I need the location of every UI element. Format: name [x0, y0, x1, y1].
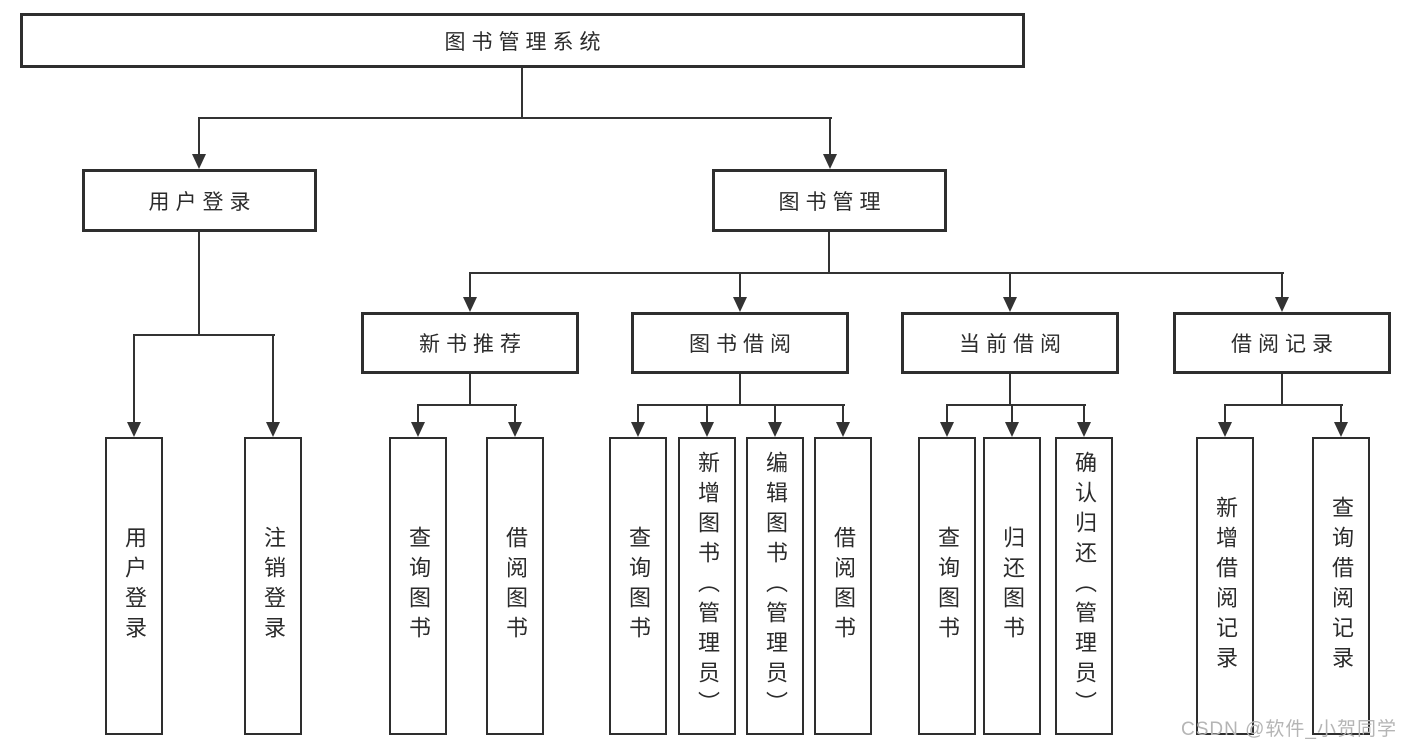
node-borrow-records: 借阅记录: [1173, 312, 1391, 374]
connector-userlogin-hline: [133, 334, 275, 336]
connector-drop-leaf-login: [133, 334, 135, 423]
connector-bookmgmt-hline: [469, 272, 1284, 274]
connector-newbook-stem: [469, 374, 471, 406]
connector-current-hline: [946, 404, 1086, 406]
leaf-records-add-record: 新增借阅记录: [1196, 437, 1254, 735]
leaf-user-login: 用户登录: [105, 437, 163, 735]
connector-drop-nb-query: [417, 404, 419, 423]
arrowhead-cur-return: [1005, 422, 1019, 437]
connector-borrow-stem: [739, 374, 741, 406]
leaf-current-return-books: 归还图书: [983, 437, 1041, 735]
connector-drop-user-login: [198, 117, 200, 155]
arrowhead-leaf-login: [127, 422, 141, 437]
leaf-newbook-query-books: 查询图书: [389, 437, 447, 735]
connector-root-hline: [198, 117, 832, 119]
connector-bookmgmt-stem: [828, 232, 830, 274]
arrowhead-nb-borrow: [508, 422, 522, 437]
connector-drop-new-book: [469, 272, 471, 298]
connector-drop-bw-add: [706, 404, 708, 423]
arrowhead-book-borrow: [733, 297, 747, 312]
connector-current-stem: [1009, 374, 1011, 406]
connector-drop-leaf-logout: [272, 334, 274, 423]
arrowhead-rec-add: [1218, 422, 1232, 437]
leaf-records-query-record: 查询借阅记录: [1312, 437, 1370, 735]
node-system-root: 图书管理系统: [20, 13, 1025, 68]
arrowhead-bw-edit: [768, 422, 782, 437]
arrowhead-cur-confirm: [1077, 422, 1091, 437]
connector-drop-bw-edit: [774, 404, 776, 423]
connector-drop-current-borrow: [1009, 272, 1011, 298]
arrowhead-new-book: [463, 297, 477, 312]
node-new-book-recommend: 新书推荐: [361, 312, 579, 374]
connector-drop-cur-return: [1011, 404, 1013, 423]
node-book-management: 图书管理: [712, 169, 947, 232]
arrowhead-rec-query: [1334, 422, 1348, 437]
connector-drop-book-borrow: [739, 272, 741, 298]
connector-newbook-hline: [417, 404, 517, 406]
connector-drop-rec-add: [1224, 404, 1226, 423]
leaf-newbook-borrow-books: 借阅图书: [486, 437, 544, 735]
connector-drop-cur-confirm: [1083, 404, 1085, 423]
leaf-current-confirm-return-admin: 确认归还（管理员）: [1055, 437, 1113, 735]
connector-drop-rec-query: [1340, 404, 1342, 423]
leaf-borrow-borrow-books: 借阅图书: [814, 437, 872, 735]
leaf-current-query-books: 查询图书: [918, 437, 976, 735]
connector-drop-book-management: [829, 117, 831, 155]
arrowhead-borrow-records: [1275, 297, 1289, 312]
arrowhead-leaf-logout: [266, 422, 280, 437]
connector-userlogin-stem: [198, 232, 200, 336]
arrowhead-bw-borrow: [836, 422, 850, 437]
connector-drop-nb-borrow: [514, 404, 516, 423]
connector-drop-cur-query: [946, 404, 948, 423]
connector-records-hline: [1224, 404, 1343, 406]
arrowhead-book-management: [823, 154, 837, 169]
leaf-borrow-query-books: 查询图书: [609, 437, 667, 735]
node-book-borrow: 图书借阅: [631, 312, 849, 374]
arrowhead-nb-query: [411, 422, 425, 437]
connector-drop-bw-borrow: [842, 404, 844, 423]
connector-borrow-hline: [637, 404, 845, 406]
arrowhead-bw-add: [700, 422, 714, 437]
arrowhead-current-borrow: [1003, 297, 1017, 312]
leaf-borrow-edit-books-admin: 编辑图书（管理员）: [746, 437, 804, 735]
node-user-login: 用户登录: [82, 169, 317, 232]
connector-drop-bw-query: [637, 404, 639, 423]
leaf-logout: 注销登录: [244, 437, 302, 735]
leaf-borrow-add-books-admin: 新增图书（管理员）: [678, 437, 736, 735]
connector-records-stem: [1281, 374, 1283, 406]
arrowhead-cur-query: [940, 422, 954, 437]
csdn-watermark: CSDN @软件_小贺同学: [1181, 719, 1397, 740]
connector-drop-borrow-records: [1281, 272, 1283, 298]
node-current-borrow: 当前借阅: [901, 312, 1119, 374]
arrowhead-bw-query: [631, 422, 645, 437]
connector-root-stem: [521, 68, 523, 119]
arrowhead-user-login: [192, 154, 206, 169]
